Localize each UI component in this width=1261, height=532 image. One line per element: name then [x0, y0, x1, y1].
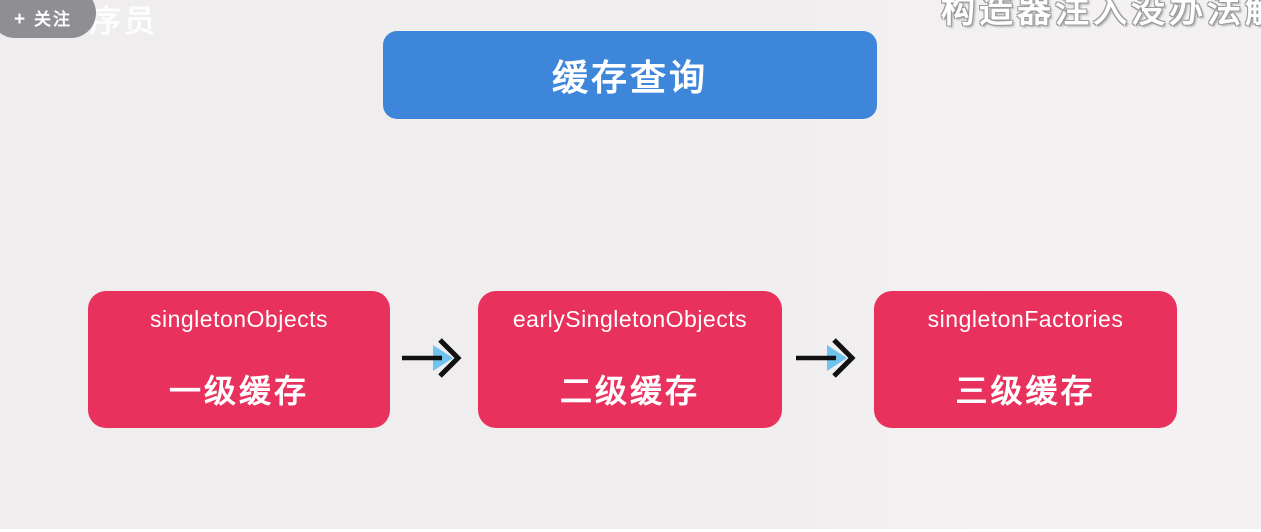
plus-icon: + [13, 9, 26, 30]
follow-button-label: 关注 [34, 10, 73, 29]
node-code-label: earlySingletonObjects [512, 306, 748, 332]
node-level1-cache: singletonObjects 一级缓存 [88, 291, 390, 428]
node-code-label: singletonFactories [927, 306, 1124, 332]
diagram-title-box: 缓存查询 [383, 31, 877, 119]
node-code-label: singletonObjects [149, 306, 329, 332]
diagram-title-label: 缓存查询 [551, 57, 708, 98]
bottom-edge-strip [0, 529, 1261, 532]
right-arrow-icon [796, 338, 856, 378]
node-level3-cache: singletonFactories 三级缓存 [874, 291, 1177, 428]
node-level2-cache: earlySingletonObjects 二级缓存 [478, 291, 782, 428]
node-cn-label: 二级缓存 [559, 373, 700, 409]
node-cn-label: 三级缓存 [955, 373, 1096, 409]
follow-button[interactable]: + 关注 [0, 0, 96, 38]
node-cn-label: 一级缓存 [168, 373, 309, 409]
right-arrow-icon [402, 338, 462, 378]
video-title-watermark: 构造器注入没办法解 [941, 0, 1261, 30]
